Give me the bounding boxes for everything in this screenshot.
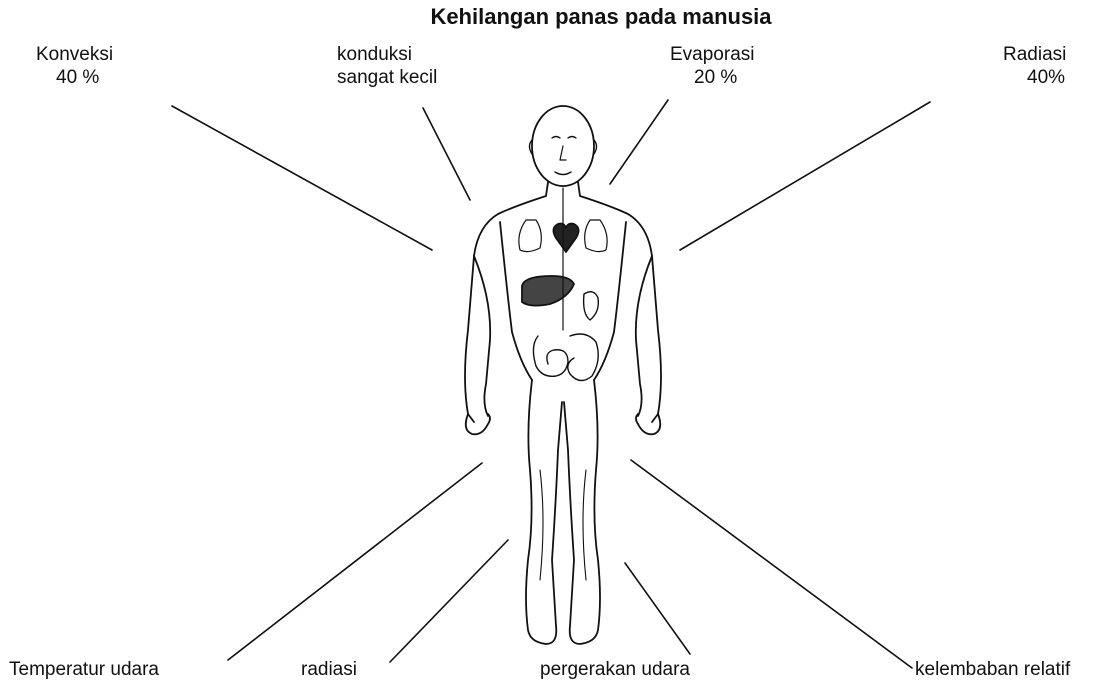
pointer-line-evaporasi	[610, 100, 668, 184]
pointer-line-pergerakan	[625, 563, 690, 654]
human-body-outline-icon	[465, 106, 661, 644]
pointer-line-konduksi	[423, 108, 470, 200]
pointer-line-radiasi	[680, 102, 930, 250]
pointer-line-temperatur	[228, 463, 482, 660]
pointer-line-kelembaban	[631, 460, 912, 668]
pointer-line-radiasi-bottom	[390, 540, 508, 662]
pointer-line-konveksi	[172, 106, 432, 250]
